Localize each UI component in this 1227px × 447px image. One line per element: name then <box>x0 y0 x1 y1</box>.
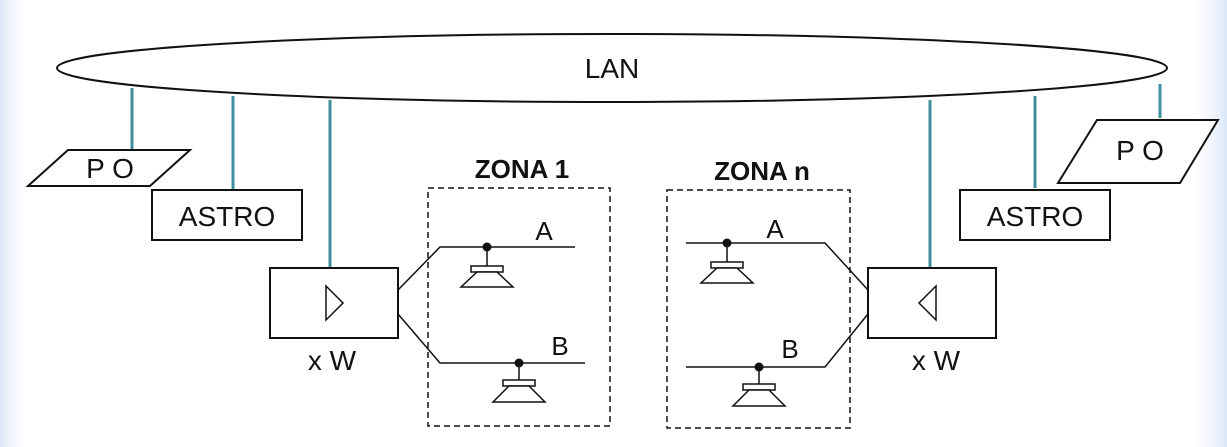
po-left <box>25 149 193 187</box>
zone-1-lines <box>397 246 585 364</box>
zone-1-line-b-label: B <box>551 331 568 361</box>
amplifier-left-power: x W <box>308 345 357 376</box>
amplifier-right-power: x W <box>912 345 961 376</box>
zone-n-speaker-a-icon <box>699 238 755 284</box>
astro-right-label: ASTRO <box>987 201 1083 232</box>
zone-n-lines <box>686 242 869 368</box>
zone-1-line-a-label: A <box>535 216 553 246</box>
amplifier-left-icon <box>325 284 345 322</box>
amplifier-right-icon <box>917 284 937 322</box>
astro-left <box>151 189 303 241</box>
zone-n-line-a <box>686 242 869 291</box>
po-right <box>1056 119 1220 184</box>
astro-left-label: ASTRO <box>179 201 275 232</box>
zone-1-line-a <box>397 246 575 291</box>
zone-1-speaker-a-icon <box>459 242 515 288</box>
zone-n-line-b-label: B <box>781 334 798 364</box>
zone-n-line-b <box>686 313 869 368</box>
zone-n-line-a-label: A <box>766 214 784 244</box>
zone-1-line-b <box>397 313 585 364</box>
po-right-label: P O <box>1116 135 1164 166</box>
lan-label: LAN <box>585 53 639 84</box>
amplifier-left <box>269 267 399 339</box>
zone-1-box <box>427 187 611 427</box>
lan-ring <box>56 33 1168 103</box>
amplifier-right <box>867 267 997 339</box>
zone-1-speaker-b-icon <box>491 358 547 403</box>
lan-drops <box>130 84 1162 268</box>
zone-n-speaker-b-icon <box>731 362 787 407</box>
astro-right <box>959 189 1111 241</box>
zone-n-box <box>666 189 851 429</box>
po-left-label: P O <box>86 153 134 184</box>
zone-1-title: ZONA 1 <box>475 154 569 184</box>
zone-n-title: ZONA n <box>714 156 810 186</box>
